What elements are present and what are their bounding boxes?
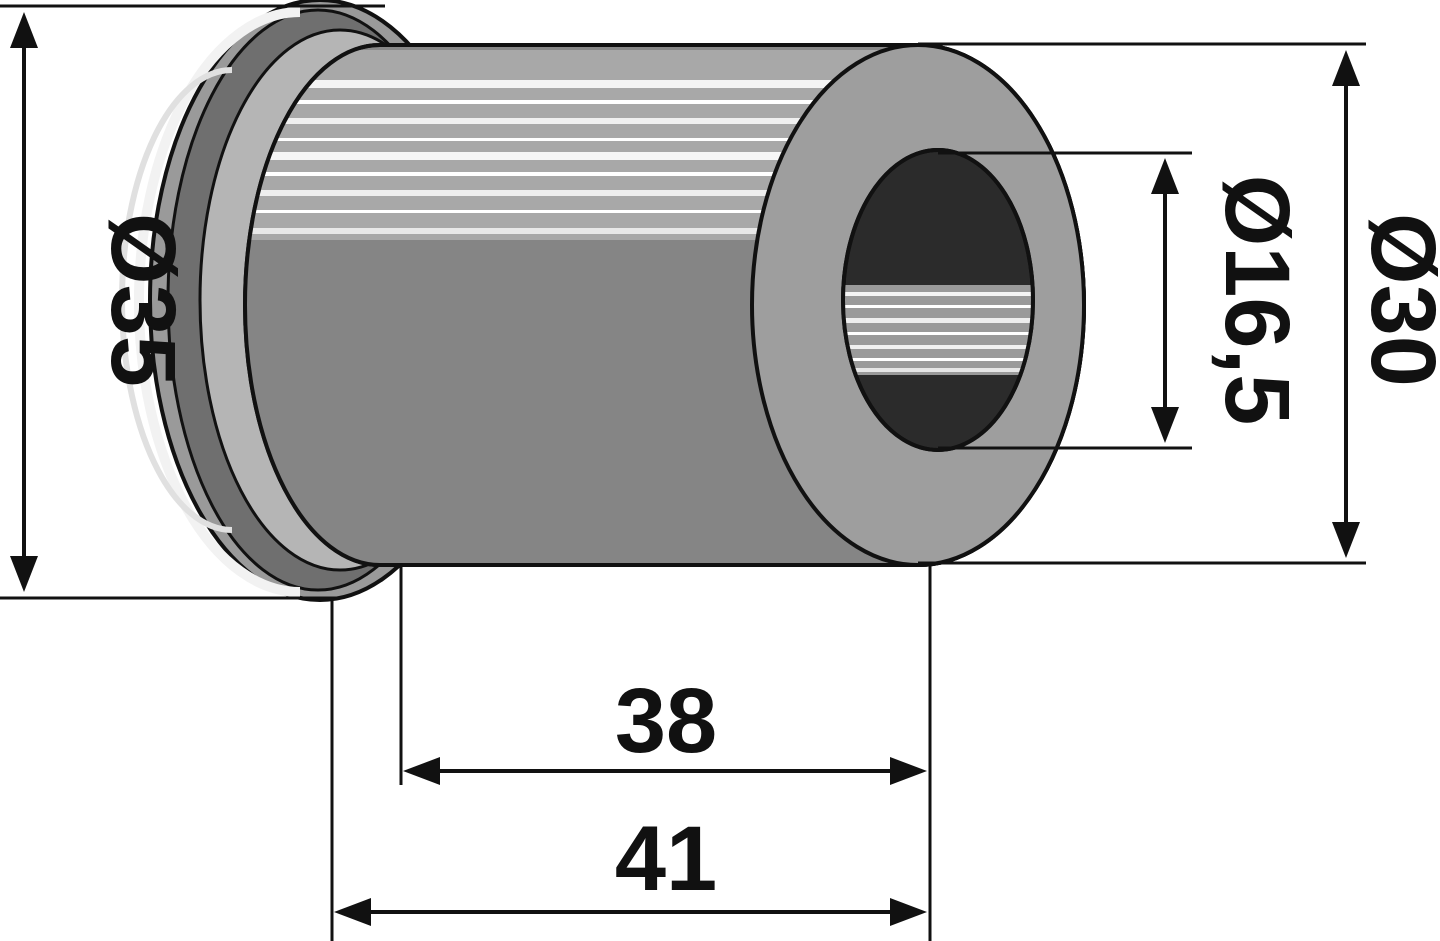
front-face xyxy=(750,43,1086,567)
dimension-total-length: 41 xyxy=(330,600,927,941)
dimension-flange-diameter: Ø35 xyxy=(0,4,385,600)
dimension-inner-diameter: Ø16,5 xyxy=(938,151,1308,450)
dimension-label-38: 38 xyxy=(615,670,717,772)
dimension-label-inner: Ø16,5 xyxy=(1206,175,1308,426)
dimension-label-flange: Ø35 xyxy=(92,213,194,387)
dimension-body-length: 38 xyxy=(399,565,932,941)
dimension-label-41: 41 xyxy=(615,808,717,910)
dimension-label-outer: Ø30 xyxy=(1352,213,1440,387)
bore-highlights xyxy=(843,285,1033,375)
dimension-outer-diameter: Ø30 xyxy=(918,42,1440,565)
